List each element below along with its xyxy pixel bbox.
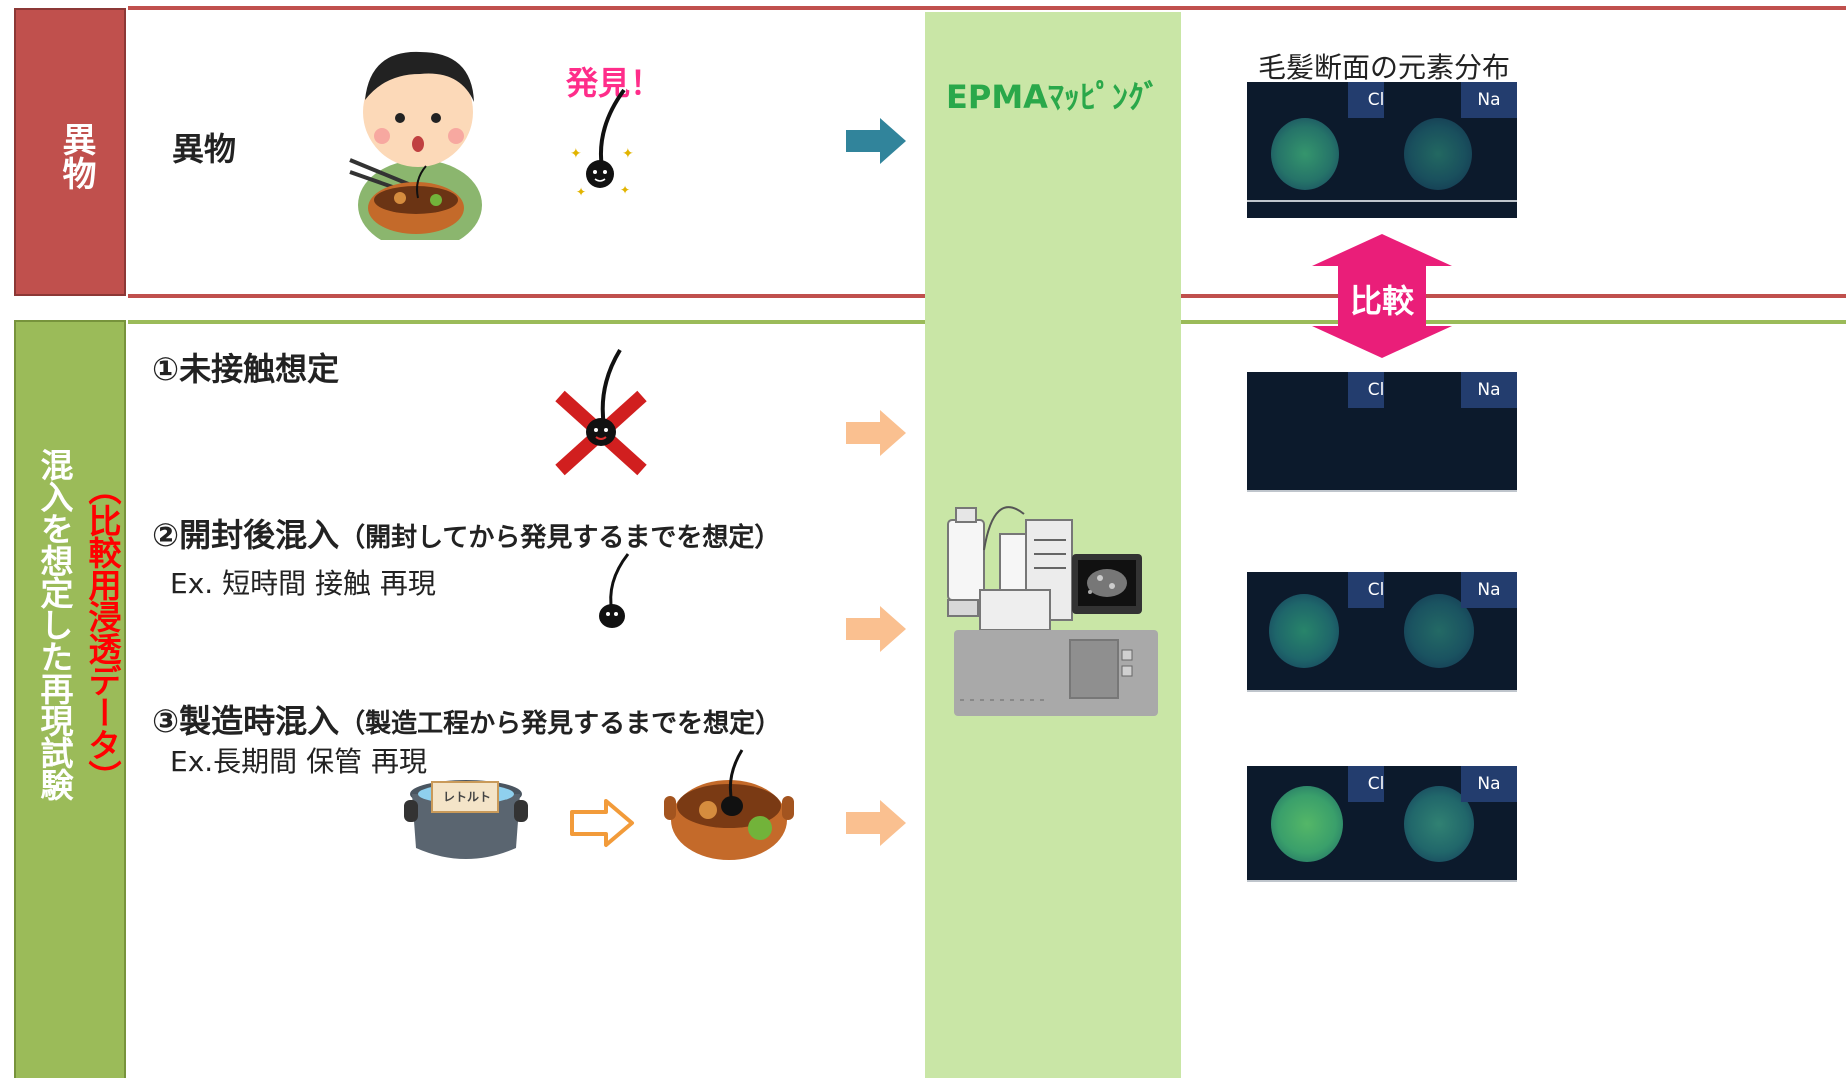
cl-hair-section (1269, 594, 1339, 668)
epma-label: EPMAﾏｯﾋﾟﾝｸﾞ (946, 78, 1160, 116)
panel-base-line (1247, 200, 1517, 202)
hair-creature-small-icon (599, 553, 630, 628)
retort-label: レトルト (442, 790, 491, 804)
case3-example: Ex.長期間 保管 再現 (170, 745, 427, 778)
boy-eating-curry-illustration (349, 51, 482, 240)
element-map-cl: Cl (1247, 572, 1404, 690)
svg-text:✦: ✦ (570, 146, 582, 162)
panel-base-line (1247, 490, 1517, 492)
curry-bowl-with-hair-illustration (664, 749, 794, 860)
case2-example: Ex. 短時間 接触 再現 (170, 567, 436, 600)
peach-arrow-2-icon (846, 606, 906, 652)
hair-creature-crossed-icon (555, 348, 647, 476)
panel-base-line (1247, 880, 1517, 882)
svg-text:✦: ✦ (622, 146, 634, 162)
teal-arrow-icon (846, 118, 906, 164)
na-element-tag: Na (1461, 572, 1517, 608)
reproduction-side-label-box: 混入を想定した再現試験 （比較用浸透データ） (14, 320, 126, 1078)
epma-instrument-illustration (947, 506, 1158, 716)
svg-text:✦: ✦ (576, 185, 586, 198)
panel-base-line (1247, 690, 1517, 692)
cl-hair-section (1271, 786, 1343, 862)
na-element-tag: Na (1461, 766, 1517, 802)
foreign-section-line-top (128, 6, 1846, 10)
element-map-na: Na (1384, 572, 1517, 690)
foreign-side-label-box: 異物 (14, 8, 126, 296)
element-map-cl: Cl (1247, 372, 1404, 490)
na-element-tag: Na (1461, 372, 1517, 408)
case2-title: ②開封後混入 (152, 516, 340, 554)
peach-arrow-1-icon (846, 410, 906, 456)
na-element-tag: Na (1461, 82, 1517, 118)
case3-title-note: （製造工程から発見するまでを想定） (339, 709, 782, 739)
compare-double-arrow-icon (1312, 234, 1452, 358)
case3-heading: ③製造時混入（製造工程から発見するまでを想定） (152, 696, 781, 742)
found-label: 発見！ (566, 64, 663, 102)
case3-title: ③製造時混入 (152, 702, 340, 740)
retort-pot-illustration (404, 780, 528, 859)
foreign-side-label: 異物 (56, 122, 96, 190)
cl-hair-section (1271, 118, 1339, 190)
case2-heading: ②開封後混入（開封してから発見するまでを想定） (152, 510, 780, 556)
element-map-na: Na (1384, 82, 1517, 218)
element-map-na: Na (1384, 766, 1517, 880)
element-map-na: Na (1384, 372, 1517, 490)
case1-title: ①未接触想定 (152, 350, 340, 388)
svg-text:✦: ✦ (620, 183, 630, 197)
na-hair-section (1404, 118, 1472, 190)
compare-label: 比較 (1349, 282, 1414, 320)
reproduction-side-label-main: 混入を想定した再現試験 (35, 448, 74, 800)
peach-arrow-3-icon (846, 800, 906, 846)
outline-arrow-icon (570, 799, 634, 847)
foreign-item-label: 異物 (172, 130, 237, 168)
reproduction-side-label-note: （比較用浸透データ） (83, 472, 122, 792)
hair-creature-found-icon: ✦ ✦ ✦ ✦ (570, 88, 634, 198)
mapping-header: 毛髪断面の元素分布 (1258, 51, 1511, 84)
case2-title-note: （開封してから発見するまでを想定） (339, 523, 781, 553)
element-map-cl: Cl (1247, 82, 1404, 218)
element-map-cl: Cl (1247, 766, 1404, 880)
